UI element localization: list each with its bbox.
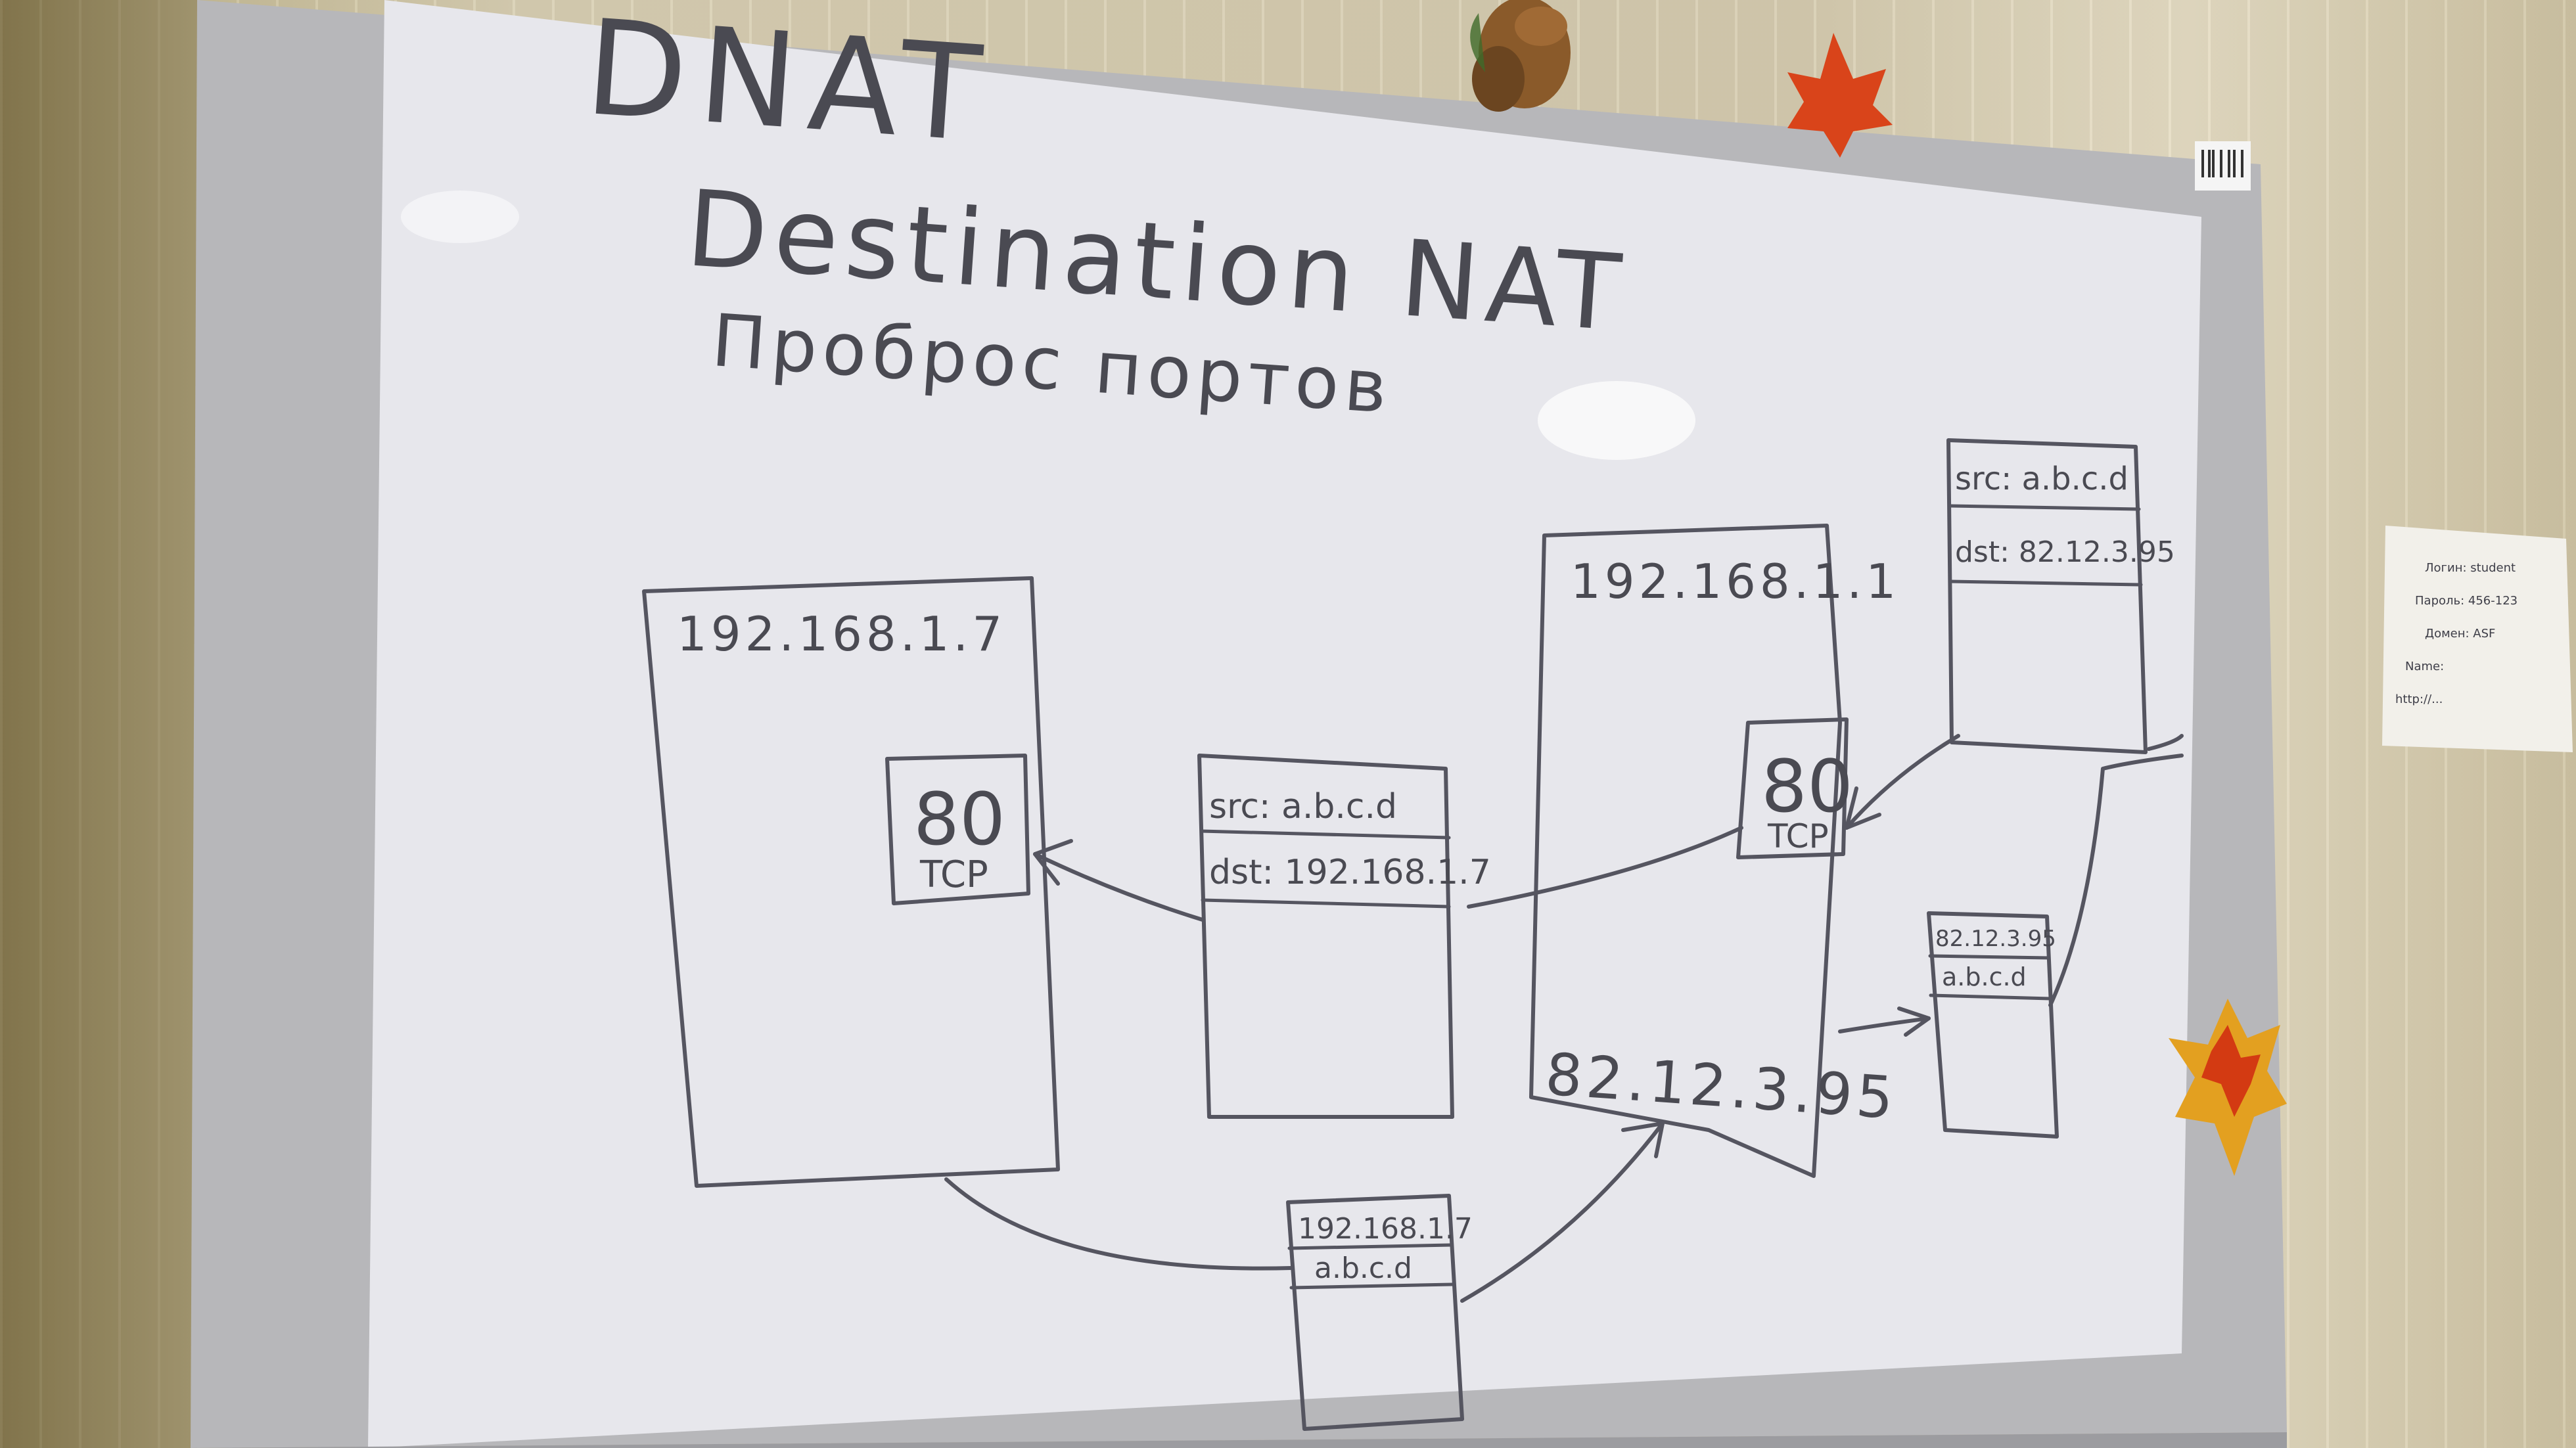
maple-leaf-top (1787, 33, 1893, 158)
arrowhead-to-server (1033, 839, 1073, 886)
arrowhead-to-router (1845, 786, 1881, 830)
arrow-to-router (1845, 734, 1960, 830)
maple-leaf-right (2169, 999, 2287, 1176)
flow-arrows (944, 734, 2184, 1303)
light-glare-left (401, 191, 519, 243)
note-line-5: http://... (2395, 692, 2443, 706)
line-client-out (2147, 734, 2184, 751)
pinecone-decoration (1470, 0, 1571, 112)
note-line-1: Логин: student (2425, 561, 2516, 575)
whiteboard-surface (368, 0, 2201, 1448)
packet-reply-internal-src: 192.168.1.7 (1298, 1212, 1473, 1246)
router-box: 192.168.1.1 80 TCP 82.12.3.95 (1529, 524, 1900, 1178)
router-proto: TCP (1767, 817, 1829, 855)
packet-to-server-dst: dst: 192.168.1.7 (1209, 853, 1491, 892)
note-line-3: Домен: ASF (2425, 627, 2495, 641)
packet-to-server: src: a.b.c.d dst: 192.168.1.7 (1197, 754, 1491, 1119)
arrow-reply-to-router (1460, 1121, 1665, 1303)
server-proto: TCP (919, 853, 988, 896)
note-card (2382, 526, 2573, 752)
line-external-out (2048, 754, 2184, 1007)
packet-reply-internal: 192.168.1.7 a.b.c.d (1286, 1194, 1473, 1431)
line-router-to-packet (1467, 826, 1743, 909)
arrow-to-server (1033, 852, 1205, 922)
server-internal-ip: 192.168.1.7 (677, 606, 1006, 662)
packet-from-client: src: a.b.c.d dst: 82.12.3.95 (1946, 438, 2175, 754)
packet-from-client-dst: dst: 82.12.3.95 (1955, 535, 2175, 569)
note-line-2: Пароль: 456-123 (2415, 594, 2518, 608)
arrow-router-to-external (1838, 1016, 1931, 1033)
board-tray (191, 1432, 2287, 1448)
router-ip-internal: 192.168.1.1 (1571, 554, 1900, 609)
board-title: DNAT (581, 0, 998, 172)
packet-reply-external: 82.12.3.95 a.b.c.d (1927, 911, 2059, 1139)
server-internal: 192.168.1.7 80 TCP (642, 576, 1060, 1188)
packet-reply-internal-dst: a.b.c.d (1314, 1252, 1412, 1285)
router-port-box (1736, 717, 1849, 859)
packet-from-client-src: src: a.b.c.d (1955, 461, 2128, 497)
light-glare (1538, 381, 1695, 460)
note-line-4: Name: (2405, 660, 2444, 673)
line-server-reply (944, 1177, 1293, 1271)
router-port: 80 (1761, 744, 1853, 828)
server-port-box (885, 754, 1030, 905)
barcode-lines (2201, 150, 2243, 177)
packet-reply-external-dst: a.b.c.d (1942, 962, 2027, 991)
packet-reply-external-src: 82.12.3.95 (1935, 926, 2056, 952)
wall-shadow-left (0, 0, 197, 1448)
arrowhead-reply-to-router (1621, 1121, 1665, 1158)
packet-to-server-src: src: a.b.c.d (1209, 787, 1397, 826)
server-port: 80 (913, 777, 1005, 861)
arrowhead-router-to-external (1897, 1007, 1931, 1037)
